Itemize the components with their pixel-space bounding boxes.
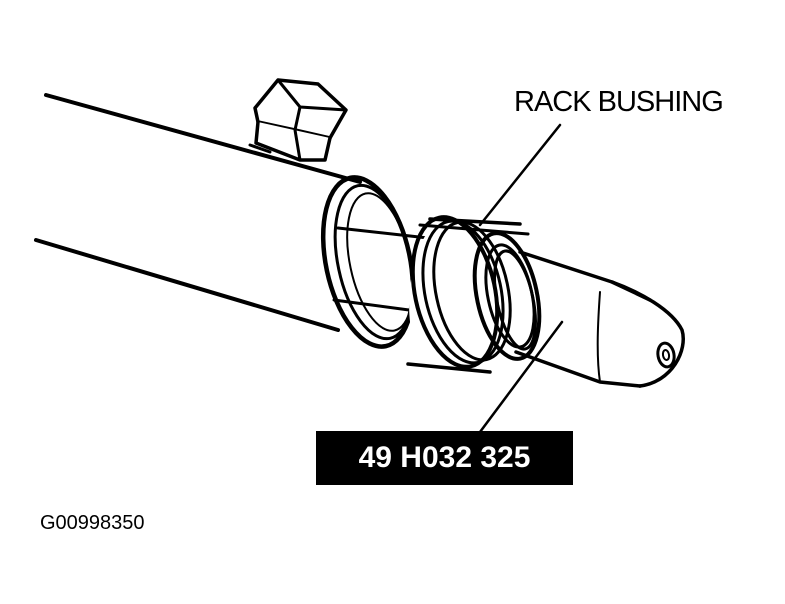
rack-bushing-label: RACK BUSHING [514, 86, 724, 118]
rack-housing [34, 93, 362, 332]
rack-shaft [332, 226, 430, 314]
callout-leader-tool [478, 320, 564, 434]
installer-tool [493, 249, 685, 388]
figure-id: G00998350 [40, 512, 145, 534]
callout-leader-bushing [478, 123, 562, 227]
hex-fitting [253, 78, 348, 162]
tool-number-tag: 49 H032 325 [316, 431, 573, 485]
housing-end-ring [320, 175, 416, 349]
rack-bushing [406, 215, 542, 374]
